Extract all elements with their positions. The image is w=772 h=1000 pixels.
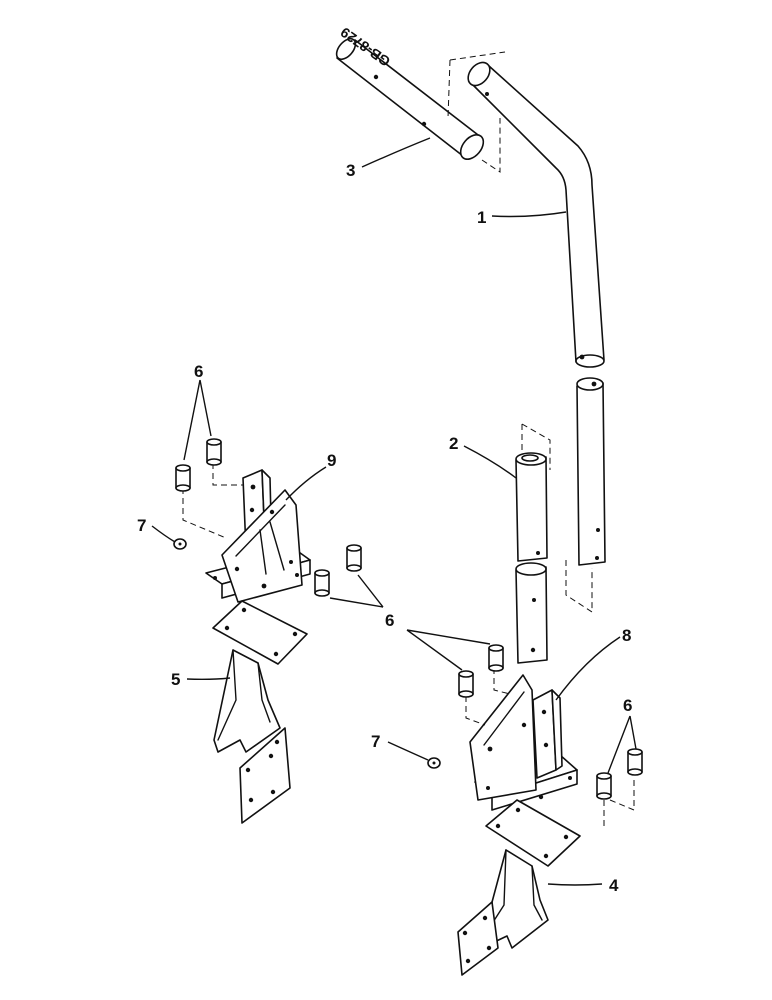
- leader-line-6-mid: [329, 574, 384, 608]
- part-2-lower-tube: [515, 562, 548, 664]
- part-1-lower-tube: [576, 377, 606, 566]
- part-5-mount: [212, 600, 308, 824]
- part-6-bushing: [314, 569, 330, 597]
- leader-line-5: [186, 677, 231, 681]
- leader-line-7-right: [387, 741, 429, 761]
- part-3-tube: GB-8729: [335, 24, 485, 160]
- callout-6-top: 6: [194, 362, 203, 381]
- part-8-bracket: [469, 674, 578, 811]
- leader-line-1: [491, 211, 567, 218]
- callout-2: 2: [449, 434, 458, 453]
- part-6-bushing: [175, 464, 191, 492]
- callout-1: 1: [477, 208, 486, 227]
- callout-6-right: 6: [623, 696, 632, 715]
- leader-line-3: [361, 137, 431, 168]
- callout-5: 5: [171, 670, 180, 689]
- part-1-bent-tube: [467, 61, 605, 368]
- part-6-bushing: [346, 544, 362, 572]
- leader-line-8: [555, 636, 621, 701]
- part-7-fastener: [173, 538, 187, 550]
- alignment-line: [182, 463, 243, 539]
- leader-line-6-right: [607, 715, 637, 774]
- part-6-bushing: [488, 644, 504, 672]
- callout-8: 8: [622, 626, 631, 645]
- leader-line-6-top: [183, 379, 212, 461]
- part-6-bushing: [596, 772, 612, 800]
- leader-line-9: [285, 466, 327, 501]
- callout-3: 3: [346, 161, 355, 180]
- alignment-line: [465, 668, 511, 726]
- part-4-mount: [457, 799, 581, 976]
- part-7-fastener: [427, 757, 441, 769]
- part-6-bushing: [627, 748, 643, 776]
- alignment-line: [565, 560, 593, 613]
- alignment-line: [521, 423, 551, 470]
- callout-9: 9: [327, 451, 336, 470]
- part-6-bushing: [206, 438, 222, 466]
- leader-line-2: [463, 445, 517, 479]
- part-2-tube: [515, 452, 548, 562]
- leader-line-6-center: [406, 629, 491, 671]
- part-6-bushing: [458, 670, 474, 698]
- callout-6-mid: 6: [385, 611, 394, 630]
- leader-line-4: [547, 883, 603, 886]
- part-9-bracket: [205, 469, 311, 603]
- leader-line-7-left: [151, 525, 176, 543]
- callout-7-right: 7: [371, 732, 380, 751]
- alignment-line: [603, 780, 635, 830]
- alignment-line: [447, 51, 506, 173]
- callout-4: 4: [609, 876, 619, 895]
- callout-7-left: 7: [137, 516, 146, 535]
